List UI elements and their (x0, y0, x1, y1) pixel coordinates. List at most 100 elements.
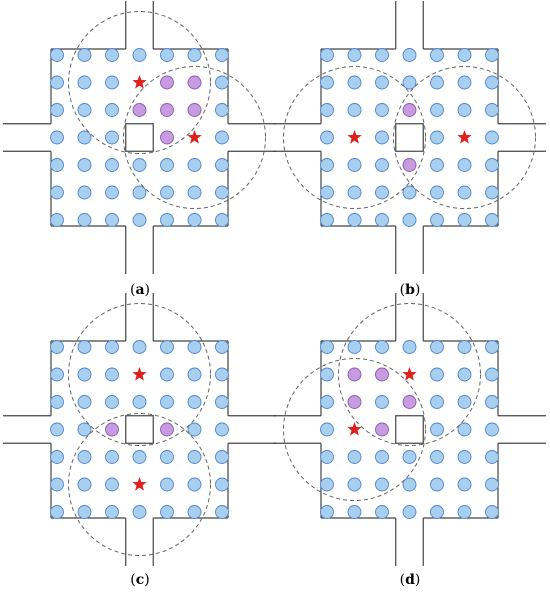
sensor-dot (485, 367, 499, 382)
sensor-dot (320, 158, 334, 172)
sensor-dot (50, 103, 64, 117)
sensor-dot (187, 158, 202, 172)
sensor-dot (132, 158, 147, 172)
highlighted-sensor-dot (347, 395, 362, 409)
sensor-dot (485, 340, 499, 354)
sensor-dot (105, 48, 119, 62)
sensor-dot (430, 185, 444, 200)
sensor-dot (215, 422, 229, 437)
sensor-dot (320, 422, 334, 437)
panel-d (273, 293, 546, 566)
sensor-dot (77, 185, 92, 200)
sensor-dot (320, 130, 334, 145)
highlighted-sensor-dot (160, 422, 174, 437)
sensor-dot (105, 213, 119, 227)
highlighted-sensor-dot (187, 103, 202, 117)
sensor-dot (402, 185, 417, 200)
sensor-dot (105, 75, 119, 90)
sensor-dot (160, 505, 174, 519)
floor-outline (3, 293, 276, 566)
sensor-dot (457, 477, 472, 492)
anchor-star-icon (132, 367, 147, 381)
sensor-dot (215, 48, 229, 62)
sensor-dot (457, 213, 472, 227)
sensor-dot (215, 185, 229, 200)
sensor-dot (77, 340, 92, 354)
sensor-dot (160, 450, 174, 464)
sensor-dot (215, 213, 229, 227)
sensor-dot (132, 340, 147, 354)
sensor-dot (402, 450, 417, 464)
sensor-dot (347, 477, 362, 492)
sensor-dot (160, 158, 174, 172)
sensor-dot (50, 477, 64, 492)
sensor-dot (402, 505, 417, 519)
sensor-dot (132, 450, 147, 464)
sensor-dot (77, 367, 92, 382)
sensor-dot (187, 185, 202, 200)
sensor-dot (375, 103, 389, 117)
sensor-dot (187, 477, 202, 492)
sensor-dot (160, 367, 174, 382)
sensor-dot (320, 340, 334, 354)
highlighted-sensor-dot (160, 103, 174, 117)
caption-c: (c) (130, 572, 149, 588)
sensor-dot (50, 395, 64, 409)
sensor-dot (132, 213, 147, 227)
coverage-circle (68, 303, 211, 446)
sensor-dot (457, 422, 472, 437)
sensor-dot (375, 450, 389, 464)
sensor-dot (375, 340, 389, 354)
sensor-dot (77, 213, 92, 227)
sensor-dot (402, 340, 417, 354)
sensor-dot (457, 505, 472, 519)
coverage-circle (338, 303, 481, 446)
sensor-dot (77, 48, 92, 62)
sensor-dot (430, 395, 444, 409)
sensor-dot (347, 505, 362, 519)
panel-a (3, 1, 276, 274)
sensor-dot (375, 185, 389, 200)
anchor-star-icon (402, 367, 417, 381)
sensor-dot (215, 130, 229, 145)
anchor-star-icon (132, 75, 147, 89)
sensor-dot (375, 477, 389, 492)
sensor-dot (402, 75, 417, 90)
sensor-dot (430, 422, 444, 437)
sensor-dot (457, 75, 472, 90)
sensor-dot (430, 75, 444, 90)
highlighted-sensor-dot (375, 367, 389, 382)
sensor-dot (485, 75, 499, 90)
central-pillar (395, 415, 424, 444)
anchor-star-icon (347, 130, 362, 144)
sensor-dot (50, 450, 64, 464)
coverage-circle (283, 358, 426, 501)
sensor-dot (187, 340, 202, 354)
floor-outline (273, 293, 546, 566)
sensor-dot (77, 395, 92, 409)
anchor-star-icon (132, 477, 147, 491)
floor-outline (3, 1, 276, 274)
sensor-dot (347, 185, 362, 200)
coverage-circle (68, 11, 211, 154)
sensor-dot (430, 158, 444, 172)
coverage-circle (68, 413, 211, 556)
sensor-dot (485, 103, 499, 117)
highlighted-sensor-dot (402, 103, 417, 117)
sensor-dot (132, 185, 147, 200)
sensor-dot (375, 130, 389, 145)
sensor-dot (105, 395, 119, 409)
sensor-dot (347, 450, 362, 464)
sensor-dot (485, 48, 499, 62)
sensor-dot (375, 395, 389, 409)
sensor-dot (430, 213, 444, 227)
sensor-dot (375, 158, 389, 172)
sensor-dot (430, 340, 444, 354)
sensor-dot (430, 367, 444, 382)
sensor-dot (50, 75, 64, 90)
sensor-dot (77, 505, 92, 519)
sensor-dot (320, 103, 334, 117)
sensor-dot (50, 505, 64, 519)
sensor-dot (160, 213, 174, 227)
sensor-dot (215, 103, 229, 117)
